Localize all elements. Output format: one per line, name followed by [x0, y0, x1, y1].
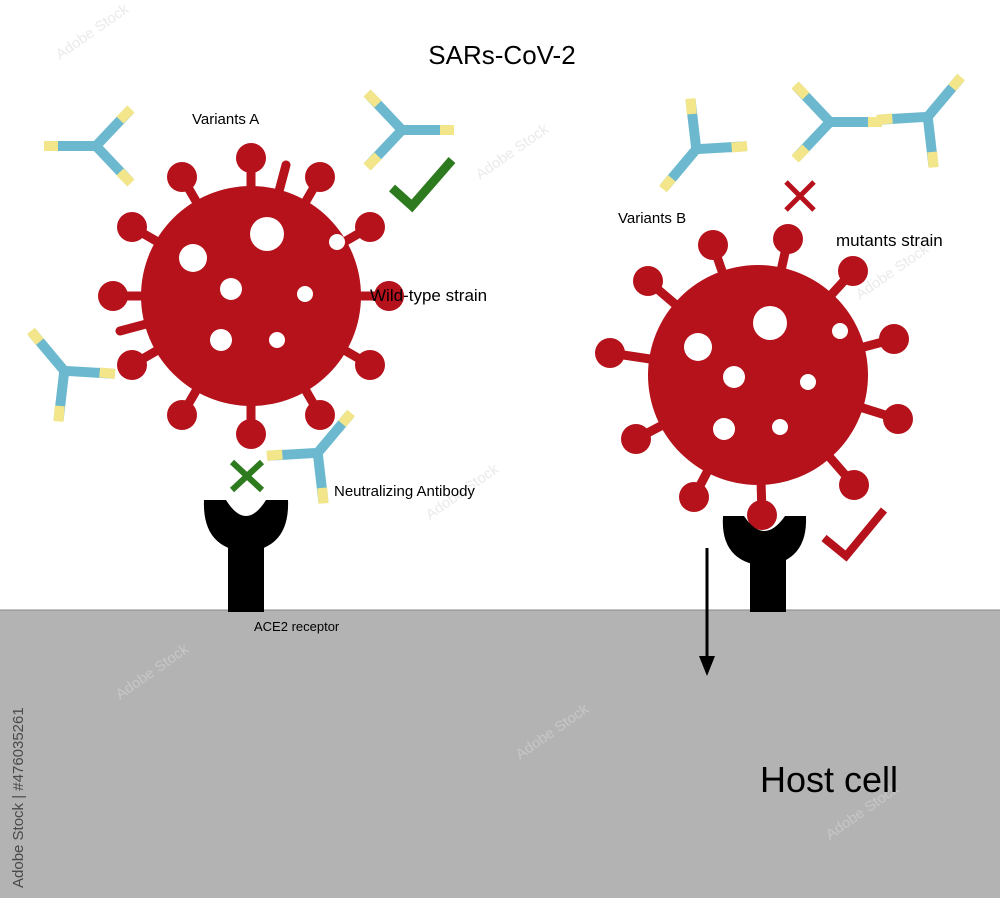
check-red-icon	[821, 507, 888, 562]
virus-wild-type	[98, 143, 404, 449]
antibody-free-3	[877, 53, 990, 167]
svg-text:Adobe Stock | #476035261: Adobe Stock | #476035261	[10, 707, 27, 888]
label-ace2-receptor: ACE2 receptor	[254, 619, 340, 634]
label-host-cell: Host cell	[760, 759, 898, 800]
antibody-left-top	[44, 109, 131, 183]
ace2-receptor-left	[203, 500, 289, 612]
antibody-free-1	[635, 99, 748, 213]
label-wild-type: Wild-type strain	[370, 286, 487, 305]
host-cell	[0, 610, 1000, 898]
svg-text:Adobe Stock: Adobe Stock	[473, 120, 553, 183]
antibody-left-bottom	[3, 307, 116, 421]
antibody-free-2	[795, 85, 882, 159]
virus-mutant	[595, 224, 913, 530]
svg-text:Adobe Stock: Adobe Stock	[53, 0, 133, 63]
check-green-icon	[388, 157, 456, 213]
ace2-receptor-right	[722, 516, 807, 612]
label-variants-a: Variants A	[192, 111, 259, 128]
antibody-right-top-a	[367, 93, 454, 167]
entry-arrow	[699, 548, 715, 676]
watermark-side: Adobe Stock | #476035261	[10, 707, 27, 888]
label-variants-b: Variants B	[618, 210, 686, 227]
label-neutralizing-antibody: Neutralizing Antibody	[334, 483, 475, 500]
diagram-title: SARs-CoV-2	[428, 40, 575, 70]
cross-red-icon	[784, 180, 816, 212]
cross-green-icon	[229, 459, 265, 493]
label-mutants-strain: mutants strain	[836, 231, 943, 250]
